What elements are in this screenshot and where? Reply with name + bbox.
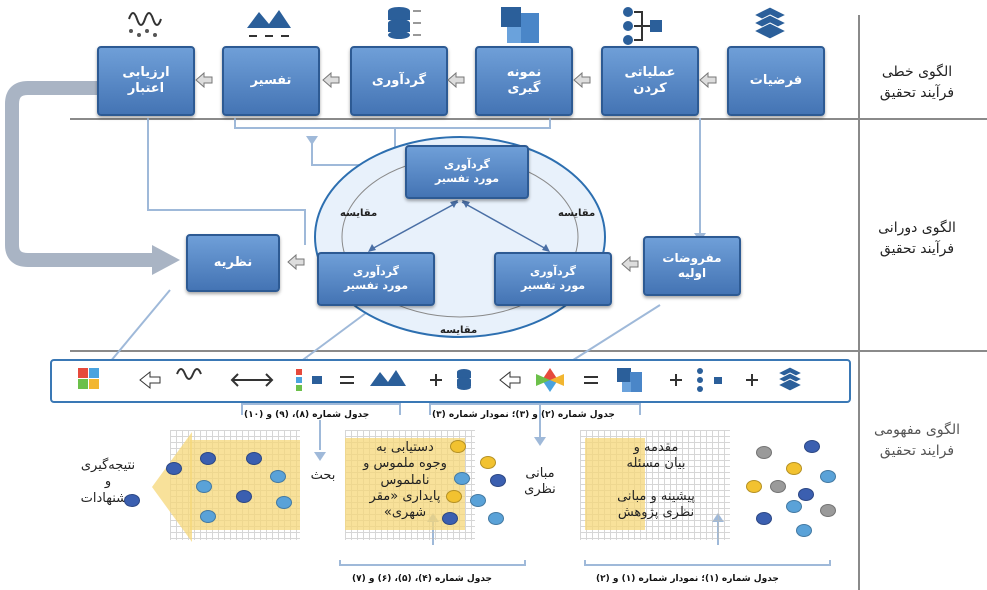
dot [246, 452, 262, 465]
blocks-icon [501, 7, 539, 43]
label-column-divider [858, 15, 860, 590]
dot [236, 490, 252, 503]
dot [786, 462, 802, 475]
linear-box-operationalize: عملیاتی کردن [601, 46, 699, 116]
note-bottom-left: جدول شماره (۴)، (۵)، (۶) و (۷) [352, 574, 493, 584]
return-arrow [5, 81, 180, 275]
compare-label-bottom: مقایسه [440, 325, 478, 336]
mountains-icon [247, 10, 291, 37]
dot [756, 446, 772, 459]
linear-box-validity: ارزیابی اعتبار [97, 46, 195, 116]
dot [798, 488, 814, 501]
dot [166, 462, 182, 475]
linear-box-interpretation: تفسیر [222, 46, 320, 116]
dot [488, 512, 504, 525]
dot [200, 452, 216, 465]
row-label-linear: الگوی خطی فرآیند تحقیق [879, 64, 955, 101]
dot [446, 490, 462, 503]
dot [470, 494, 486, 507]
note-bottom-right: جدول شماره (۱)؛ نمودار شماره (۱) و (۲) [596, 574, 779, 584]
icon-band [50, 359, 851, 403]
dot [270, 470, 286, 483]
dot [196, 480, 212, 493]
row-separator-1 [70, 118, 987, 120]
cycle-box-initial: مفروضات اولیه [643, 236, 741, 296]
dot [746, 480, 762, 493]
cycle-box-left: گردآوری مورد تفسیر [317, 252, 435, 306]
dot [124, 494, 140, 507]
dot [770, 480, 786, 493]
yellow-right-fill [585, 438, 645, 530]
dot [276, 496, 292, 509]
theory-basis-text: مبانی نظری [524, 466, 556, 498]
dot [820, 504, 836, 517]
linear-box-collection: گردآوری [350, 46, 448, 116]
intro-text: مقدمه و بیان مسئله پیشینه و مبانی نظری پ… [617, 440, 695, 520]
dot [480, 456, 496, 469]
dot [200, 510, 216, 523]
cycle-box-top: گردآوری مورد تفسیر [405, 145, 529, 199]
puzzle-icon [78, 368, 99, 389]
dot [804, 440, 820, 453]
dot [820, 470, 836, 483]
linear-box-sampling: نمونه گیری [475, 46, 573, 116]
compare-label-right: مقایسه [558, 208, 596, 219]
access-text: دستیابی به وجوه ملموس و ناملموس پایداری … [363, 440, 447, 520]
dot [490, 474, 506, 487]
discussion-text: بحث [310, 468, 336, 483]
cycle-small-arrows-left [287, 253, 305, 271]
dot [786, 500, 802, 513]
linear-box-assumptions: فرضیات [727, 46, 825, 116]
layers-icon [752, 6, 788, 40]
linear-arrows [195, 71, 717, 89]
note-top-left: جدول شماره (۸)، (۹) و (۱۰) [244, 410, 370, 420]
dot [796, 524, 812, 537]
compare-label-left: مقایسه [340, 208, 378, 219]
color-wheel-icon [536, 368, 564, 392]
conclusion-text: نتیجه‌گیری و پیشنهادات [80, 458, 136, 506]
dot [442, 512, 458, 525]
wave-icon [128, 12, 162, 37]
dot [450, 440, 466, 453]
row-separator-2 [70, 350, 987, 352]
dot [454, 472, 470, 485]
yellow-arrow-head [152, 432, 192, 542]
database-icon [388, 7, 421, 39]
row-label-conceptual: الگوی مفهومی فرایند تحقیق [874, 422, 960, 459]
cycle-box-theory: نظریه [186, 234, 280, 292]
nodes-icon [623, 7, 662, 45]
cycle-box-right: گردآوری مورد تفسیر [494, 252, 612, 306]
note-top-right: جدول شماره (۲) و (۳)؛ نمودار شماره (۳) [432, 410, 615, 420]
dot [756, 512, 772, 525]
icon-band-content [78, 366, 804, 392]
cycle-small-arrows [621, 255, 639, 273]
row-label-cyclic: الگوی دورانی فرآیند تحقیق [878, 220, 956, 257]
